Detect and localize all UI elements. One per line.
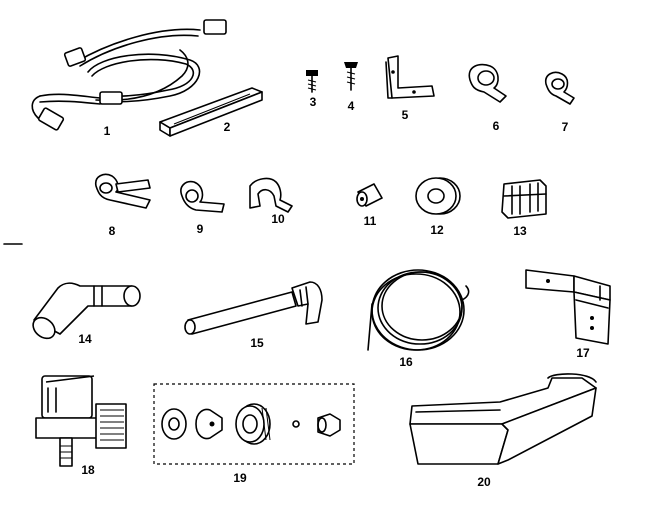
part-number: 8 — [109, 224, 116, 238]
part-number: 18 — [81, 463, 95, 477]
part-number: 11 — [364, 214, 377, 228]
part-12-grommet-icon — [415, 177, 461, 215]
part-1-wire-harness-icon — [31, 19, 227, 131]
part-number: 17 — [576, 346, 590, 360]
part-18-water-valve-icon — [35, 375, 127, 467]
part-number: 9 — [197, 222, 204, 236]
part-number: 5 — [402, 108, 409, 122]
part-number: 15 — [250, 336, 264, 350]
part-17-mounting-bracket-icon — [525, 269, 611, 345]
part-9-tube-clamp-icon — [180, 180, 225, 213]
part-number: 6 — [493, 119, 500, 133]
part-number: 4 — [348, 99, 355, 113]
part-number: 20 — [477, 475, 491, 489]
part-14-elbow-fitting-icon — [32, 282, 141, 340]
part-10-tube-clamp-icon — [249, 177, 293, 213]
part-16-coiled-tubing-icon — [367, 269, 470, 351]
part-8-tube-clamp-icon — [94, 173, 151, 209]
part-number: 19 — [233, 471, 247, 485]
part-5-l-bracket-icon — [385, 55, 435, 99]
part-13-retainer-clip-icon — [501, 179, 547, 219]
part-number: 7 — [562, 120, 569, 134]
part-7-tube-clamp-icon — [544, 71, 575, 105]
part-number: 3 — [310, 95, 317, 109]
part-3-screw-icon — [306, 70, 318, 93]
part-number: 13 — [513, 224, 527, 238]
part-number: 16 — [399, 355, 413, 369]
part-number: 2 — [224, 120, 231, 134]
part-4-screw-icon — [344, 62, 358, 91]
part-number: 10 — [271, 212, 285, 226]
part-2-channel-strip-icon — [159, 87, 263, 137]
part-number: 12 — [430, 223, 444, 237]
part-19-fitting-kit-icon — [153, 383, 355, 465]
part-number: 14 — [78, 332, 92, 346]
part-6-tube-clamp-icon — [468, 63, 507, 103]
part-15-fill-tube-icon — [184, 281, 323, 335]
part-20-ice-bin-icon — [409, 373, 597, 465]
part-number: 1 — [104, 124, 111, 138]
part-11-bushing-icon — [356, 183, 383, 207]
